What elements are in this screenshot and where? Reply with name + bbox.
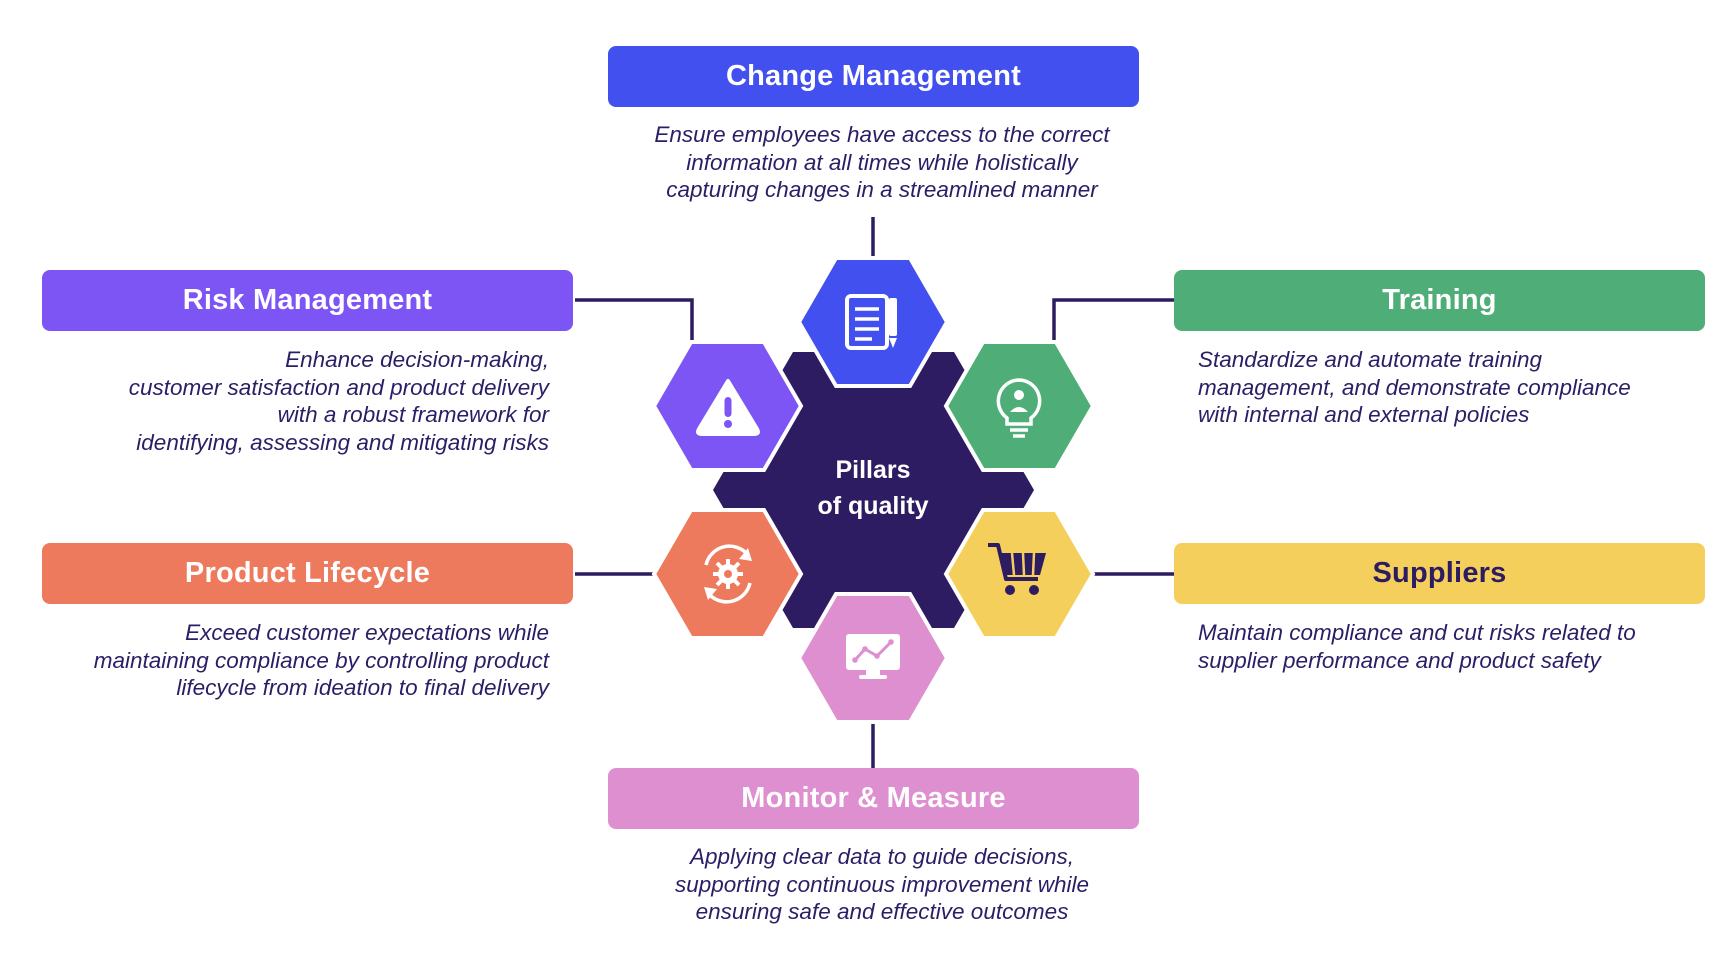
monitor-chart-icon <box>846 634 900 679</box>
training-title: Training <box>1382 284 1497 316</box>
hexagon-suppliers <box>943 508 1096 640</box>
lightbulb-person-icon <box>996 378 1042 438</box>
suppliers-header: Suppliers <box>1174 543 1705 604</box>
suppliers-description: Maintain compliance and cut risks relate… <box>1198 620 1636 673</box>
shopping-cart-icon <box>988 543 1046 595</box>
connector-training <box>1052 298 1174 342</box>
product-lifecycle-description: Exceed customer expectations while maint… <box>93 620 549 700</box>
risk-management-description: Enhance decision-making, customer satisf… <box>128 347 549 455</box>
hexagon-product-lifecycle <box>651 508 804 640</box>
change-management-description: Ensure employees have access to the corr… <box>654 122 1110 202</box>
lifecycle-gear-icon <box>704 544 752 604</box>
hexagon-monitor-measure <box>796 592 950 724</box>
monitor-measure-title: Monitor & Measure <box>741 782 1006 814</box>
hexagon-training <box>943 340 1096 472</box>
hexagon-risk-management <box>651 340 804 472</box>
risk-management-title: Risk Management <box>182 284 433 316</box>
training-description: Standardize and automate training manage… <box>1198 347 1631 427</box>
hexagon-change-management <box>796 256 950 388</box>
monitor-measure-header: Monitor & Measure <box>608 768 1139 829</box>
product-lifecycle-title: Product Lifecycle <box>184 557 431 589</box>
center-label: Pillars of quality <box>817 456 929 520</box>
product-lifecycle-header: Product Lifecycle <box>42 543 573 604</box>
connector-risk-management <box>575 298 694 342</box>
suppliers-title: Suppliers <box>1372 557 1507 589</box>
risk-management-header: Risk Management <box>42 270 573 331</box>
warning-triangle-icon <box>696 379 760 436</box>
monitor-measure-description: Applying clear data to guide decisions, … <box>675 844 1089 924</box>
training-header: Training <box>1174 270 1705 331</box>
document-edit-icon <box>845 294 897 350</box>
change-management-header: Change Management <box>608 46 1139 107</box>
change-management-title: Change Management <box>725 60 1022 92</box>
